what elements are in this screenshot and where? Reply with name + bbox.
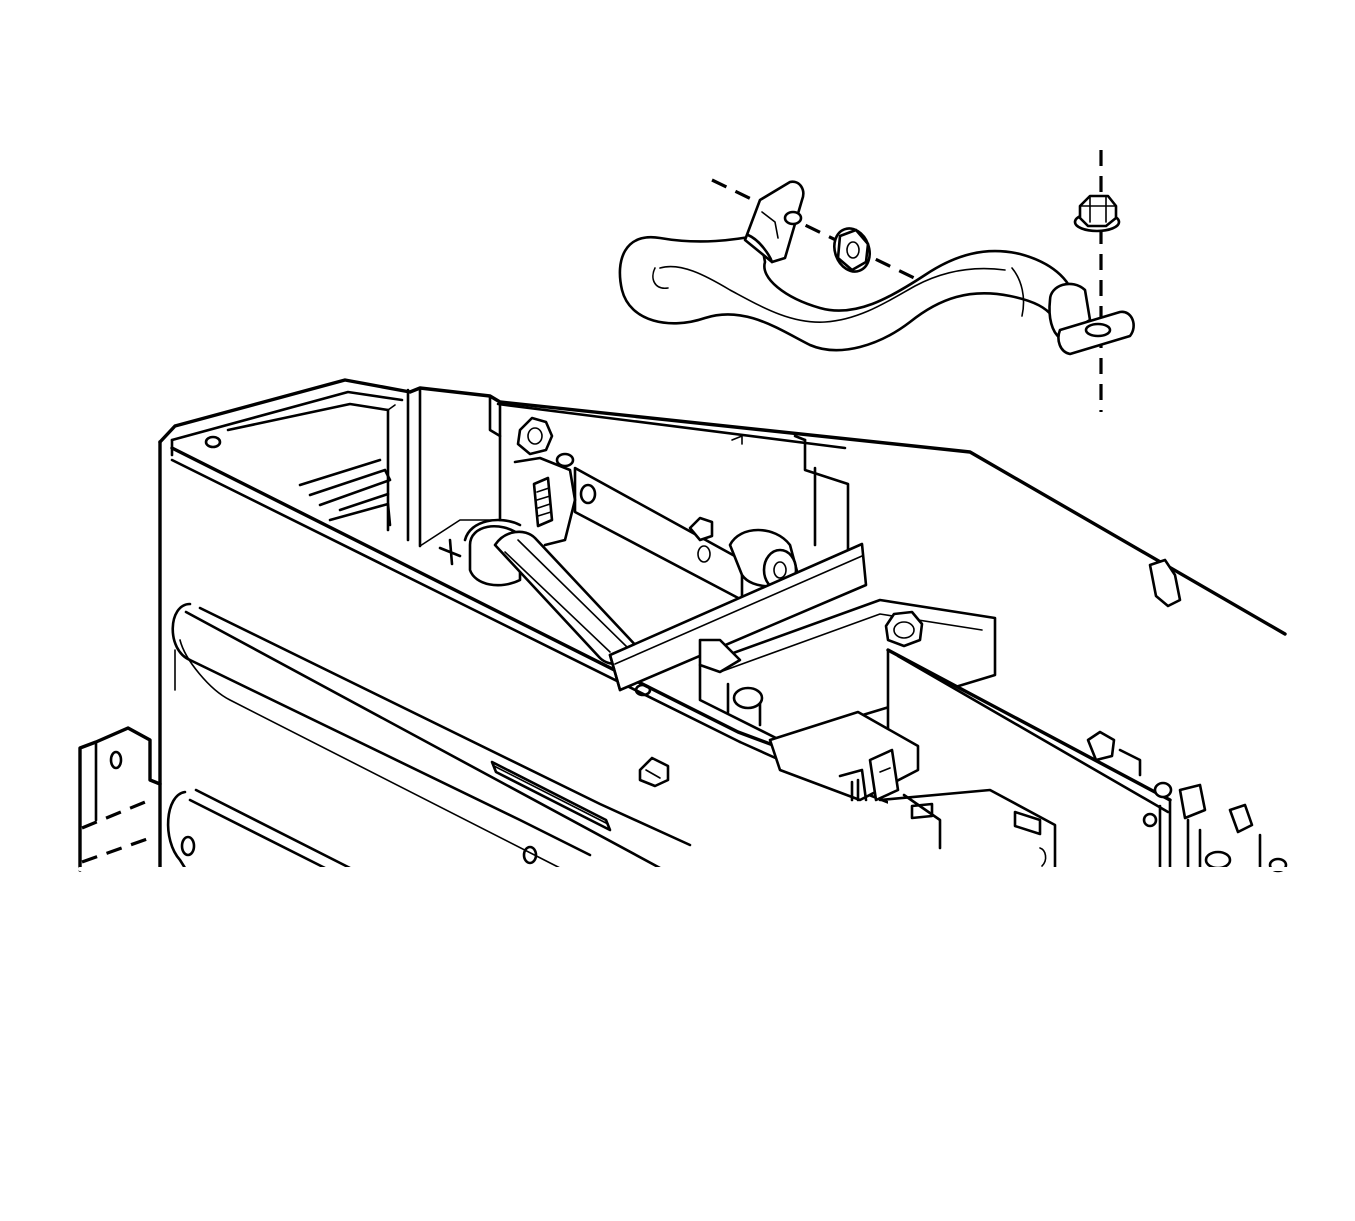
exploded-pipe-assembly (618, 150, 1135, 412)
right-pipe-flange (1048, 282, 1135, 356)
main-housing (78, 378, 1292, 873)
interior-ribs (226, 402, 396, 532)
channel-hex-bolt (884, 610, 924, 648)
right-front-plate (886, 648, 1172, 870)
mounting-plate (573, 466, 744, 602)
housing-top-rim (158, 378, 1287, 636)
lower-embossed-rib (166, 788, 352, 870)
electrical-connector (768, 710, 920, 802)
upper-embossed-rib (171, 602, 692, 870)
panel-slot (490, 760, 612, 832)
flange-hole (1084, 322, 1112, 338)
left-assembly-axis (711, 178, 936, 290)
panel-clip (638, 756, 670, 788)
lower-right-housing (878, 788, 1057, 870)
spring-clip (532, 476, 554, 528)
right-interior-wall (731, 434, 850, 552)
panel-hole (204, 435, 222, 449)
tab-hole (783, 210, 803, 226)
left-mounting-tab (743, 180, 805, 264)
panel-hole (109, 750, 123, 770)
left-flange-nut (833, 227, 871, 273)
panel-hole (522, 845, 538, 865)
drive-motor-assembly (438, 518, 642, 666)
crossbar-rail (608, 542, 868, 692)
left-mounting-bracket (78, 726, 162, 872)
right-side-clips (1086, 558, 1288, 873)
divider-wall (406, 386, 502, 548)
right-flange-nut (1073, 194, 1121, 233)
panel-hole (634, 683, 652, 697)
sprocket (513, 416, 577, 547)
roller (728, 528, 800, 592)
pipe-inner-line (659, 265, 1006, 323)
curved-pipe (618, 233, 1077, 352)
